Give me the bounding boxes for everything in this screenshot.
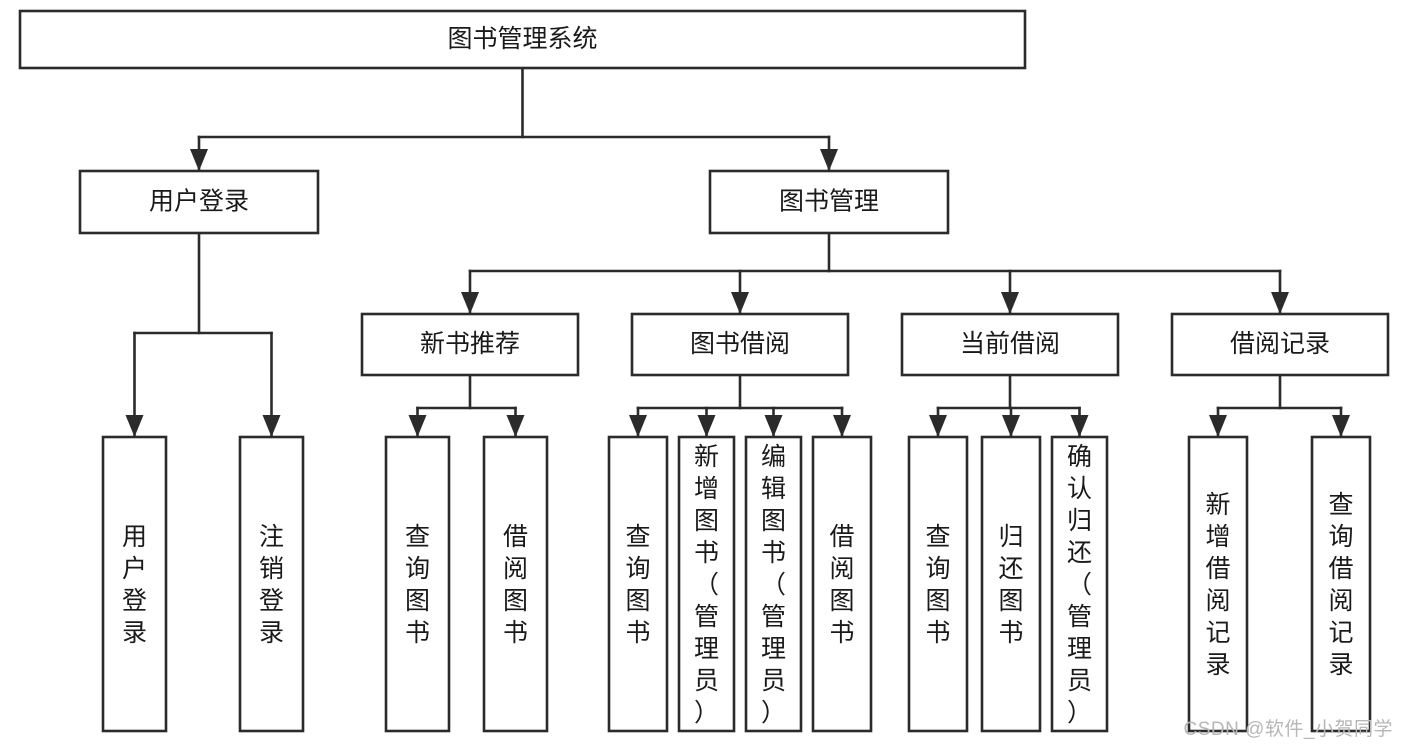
node-leaf-query-record[interactable]: 查询借阅记录 [1310,435,1372,733]
node-leaf-add-book[interactable]: 新增图书（管理员） [677,435,736,733]
arrow-head-leaf-borrow-book-1 [506,415,525,437]
node-label-leaf-borrow-book-2: 借阅图书 [829,523,854,647]
arrow-head-leaf-query-record [1332,415,1350,437]
node-label-leaf-user-login: 用户登录 [122,523,147,647]
node-box-book-manage [708,169,950,235]
node-label-user-login: 用户登录 [149,188,249,216]
node-box-leaf-query-record [1310,435,1372,733]
node-label-leaf-add-record: 新增借阅记录 [1205,491,1230,679]
arrow-head-leaf-user-login [125,415,144,437]
node-box-leaf-query-book-2 [607,435,669,733]
arrow-head-leaf-edit-book [764,415,783,437]
arrow-head-current-borrow [1001,292,1019,314]
node-label-leaf-return-book: 归还图书 [998,523,1023,647]
node-leaf-user-login[interactable]: 用户登录 [101,435,168,733]
node-leaf-borrow-book-2[interactable]: 借阅图书 [811,435,873,733]
node-user-login[interactable]: 用户登录 [78,169,320,235]
node-box-leaf-edit-book [744,435,803,733]
arrow-head-leaf-borrow-book-2 [833,415,851,437]
node-box-current-borrow [900,312,1120,377]
node-label-leaf-query-book-1: 查询图书 [405,523,430,647]
arrow-head-leaf-query-book-3 [929,415,947,437]
edges-layer [125,66,1350,439]
node-leaf-user-logout[interactable]: 注销登录 [238,435,305,733]
arrow-head-leaf-confirm-return [1070,415,1089,437]
node-box-leaf-add-book [677,435,736,733]
arrow-head-leaf-return-book [1002,415,1020,437]
arrow-head-leaf-add-record [1209,415,1227,437]
node-label-leaf-edit-book: 编辑图书（管理员） [761,443,786,727]
arrow-head-leaf-query-book-1 [408,415,427,437]
node-label-book-manage: 图书管理 [779,188,879,216]
node-leaf-borrow-book-1[interactable]: 借阅图书 [482,435,549,733]
node-root[interactable]: 图书管理系统 [18,9,1027,70]
node-box-leaf-return-book [980,435,1042,733]
node-label-leaf-query-record: 查询借阅记录 [1328,491,1353,679]
node-label-book-borrow: 图书借阅 [690,330,790,358]
node-leaf-return-book[interactable]: 归还图书 [980,435,1042,733]
node-leaf-query-book-3[interactable]: 查询图书 [907,435,969,733]
arrow-head-leaf-user-logout [262,415,281,437]
node-box-borrow-record [1170,312,1390,377]
node-box-leaf-user-logout [238,435,305,733]
node-leaf-add-record[interactable]: 新增借阅记录 [1187,435,1249,733]
node-box-leaf-confirm-return [1050,435,1109,733]
node-book-borrow[interactable]: 图书借阅 [630,312,850,377]
arrow-head-leaf-add-book [697,415,716,437]
node-borrow-record[interactable]: 借阅记录 [1170,312,1390,377]
node-label-leaf-borrow-book-1: 借阅图书 [503,523,528,647]
node-box-root [18,9,1027,70]
node-box-leaf-borrow-book-1 [482,435,549,733]
node-new-book-recommend[interactable]: 新书推荐 [360,312,580,377]
node-label-borrow-record: 借阅记录 [1230,330,1330,358]
arrow-head-user-login [190,149,208,171]
arrow-head-leaf-query-book-2 [629,415,647,437]
node-current-borrow[interactable]: 当前借阅 [900,312,1120,377]
node-box-leaf-query-book-1 [384,435,451,733]
node-box-leaf-query-book-3 [907,435,969,733]
node-leaf-query-book-1[interactable]: 查询图书 [384,435,451,733]
node-leaf-query-book-2[interactable]: 查询图书 [607,435,669,733]
node-leaf-edit-book[interactable]: 编辑图书（管理员） [744,435,803,733]
arrow-head-new-book-recommend [461,292,479,314]
arrow-head-book-manage [820,149,838,171]
node-label-root: 图书管理系统 [447,25,597,53]
arrow-head-borrow-record [1271,292,1289,314]
node-box-leaf-user-login [101,435,168,733]
node-label-leaf-query-book-2: 查询图书 [625,523,650,647]
node-box-book-borrow [630,312,850,377]
node-box-leaf-add-record [1187,435,1249,733]
arrow-head-book-borrow [731,292,749,314]
node-label-current-borrow: 当前借阅 [960,330,1060,358]
node-leaf-confirm-return[interactable]: 确认归还（管理员） [1050,435,1109,733]
node-label-leaf-confirm-return: 确认归还（管理员） [1067,443,1092,727]
node-label-new-book-recommend: 新书推荐 [420,330,520,358]
node-box-new-book-recommend [360,312,580,377]
node-book-manage[interactable]: 图书管理 [708,169,950,235]
node-box-leaf-borrow-book-2 [811,435,873,733]
node-label-leaf-query-book-3: 查询图书 [925,523,950,647]
node-box-user-login [78,169,320,235]
node-label-leaf-user-logout: 注销登录 [259,523,284,647]
node-label-leaf-add-book: 新增图书（管理员） [694,443,719,727]
nodes-layer: 图书管理系统用户登录图书管理新书推荐图书借阅当前借阅借阅记录用户登录注销登录查询… [18,9,1390,733]
